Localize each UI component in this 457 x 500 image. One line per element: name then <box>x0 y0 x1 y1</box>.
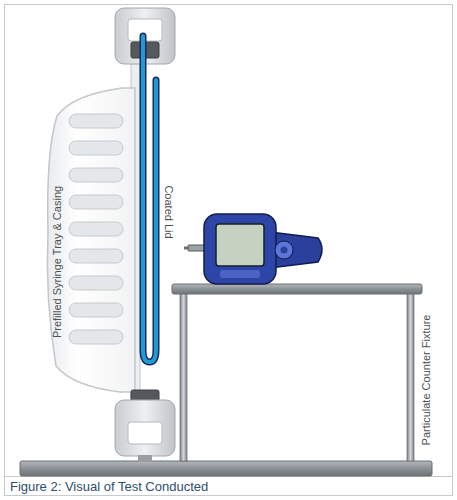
part-label: Particulate Counter Fixture <box>420 315 433 446</box>
bottom-clamp <box>115 390 175 462</box>
base-plate <box>20 461 432 476</box>
coated-lid <box>143 36 156 362</box>
figure-frame <box>5 5 453 496</box>
tray-rib <box>69 276 123 290</box>
particle-counter <box>184 214 322 284</box>
tray-rib <box>69 303 123 317</box>
part-label: Prefilled Syringe Tray & Casing <box>51 186 64 338</box>
tray-rib <box>69 249 123 263</box>
tray-rib <box>69 114 123 128</box>
tray-rib <box>69 195 123 209</box>
tray-rib <box>69 141 123 155</box>
tray-ribs <box>69 114 123 344</box>
counter-fixture <box>172 284 422 461</box>
syringe-tray <box>47 88 135 392</box>
tray-rib <box>69 330 123 344</box>
tray-rib <box>69 168 123 182</box>
tray-rib <box>69 222 123 236</box>
figure-caption: Figure 2: Visual of Test Conducted <box>10 480 208 495</box>
part-label: Coated Lid <box>163 185 176 238</box>
